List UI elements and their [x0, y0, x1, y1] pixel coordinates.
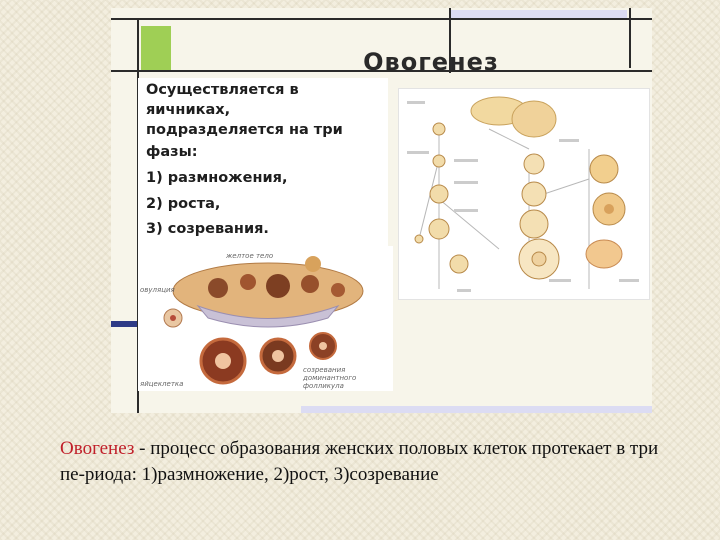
frame-line	[629, 8, 631, 68]
caption-text: Овогенез - процесс образования женских п…	[60, 436, 680, 488]
corpus-luteum-label: желтое тело	[226, 252, 274, 260]
ovulation-label: овуляция	[140, 286, 175, 294]
navy-accent-bar	[111, 321, 137, 327]
phase-text-box: Осуществляется в яичниках, подразделяетс…	[138, 78, 388, 248]
text-line: 3) созревания.	[146, 221, 269, 237]
egg-label: яйцеклетка	[140, 380, 184, 388]
text-line: яичниках,	[146, 102, 231, 118]
text-line: фазы:	[146, 144, 198, 160]
text-line: 2) роста,	[146, 196, 221, 212]
lavender-block	[301, 406, 652, 413]
lavender-block	[451, 10, 627, 18]
frame-line	[111, 18, 652, 20]
text-line: подразделяется на три	[146, 122, 343, 138]
text-line: 1) размножения,	[146, 170, 288, 186]
slide-image: Овогенез Осуществляется в яичниках, подр…	[111, 8, 652, 413]
caption-rest: - процесс образования женских половых кл…	[60, 438, 659, 485]
dominant-follicle-label: созревания доминантного фолликула	[303, 366, 357, 390]
text-line: Осуществляется в	[146, 82, 299, 98]
oogenesis-diagram	[398, 88, 650, 300]
frame-line	[397, 70, 652, 72]
slide-title: Овогенез	[363, 48, 499, 76]
caption-term: Овогенез	[60, 438, 135, 459]
green-accent-block	[141, 26, 171, 71]
ovary-drawing	[163, 256, 364, 385]
frame-line	[449, 8, 451, 73]
ovary-illustration: желтое тело овуляция яйцеклетка созреван…	[138, 246, 393, 391]
frame-line	[111, 70, 401, 72]
oogenesis-diagram-illustration	[407, 96, 639, 292]
